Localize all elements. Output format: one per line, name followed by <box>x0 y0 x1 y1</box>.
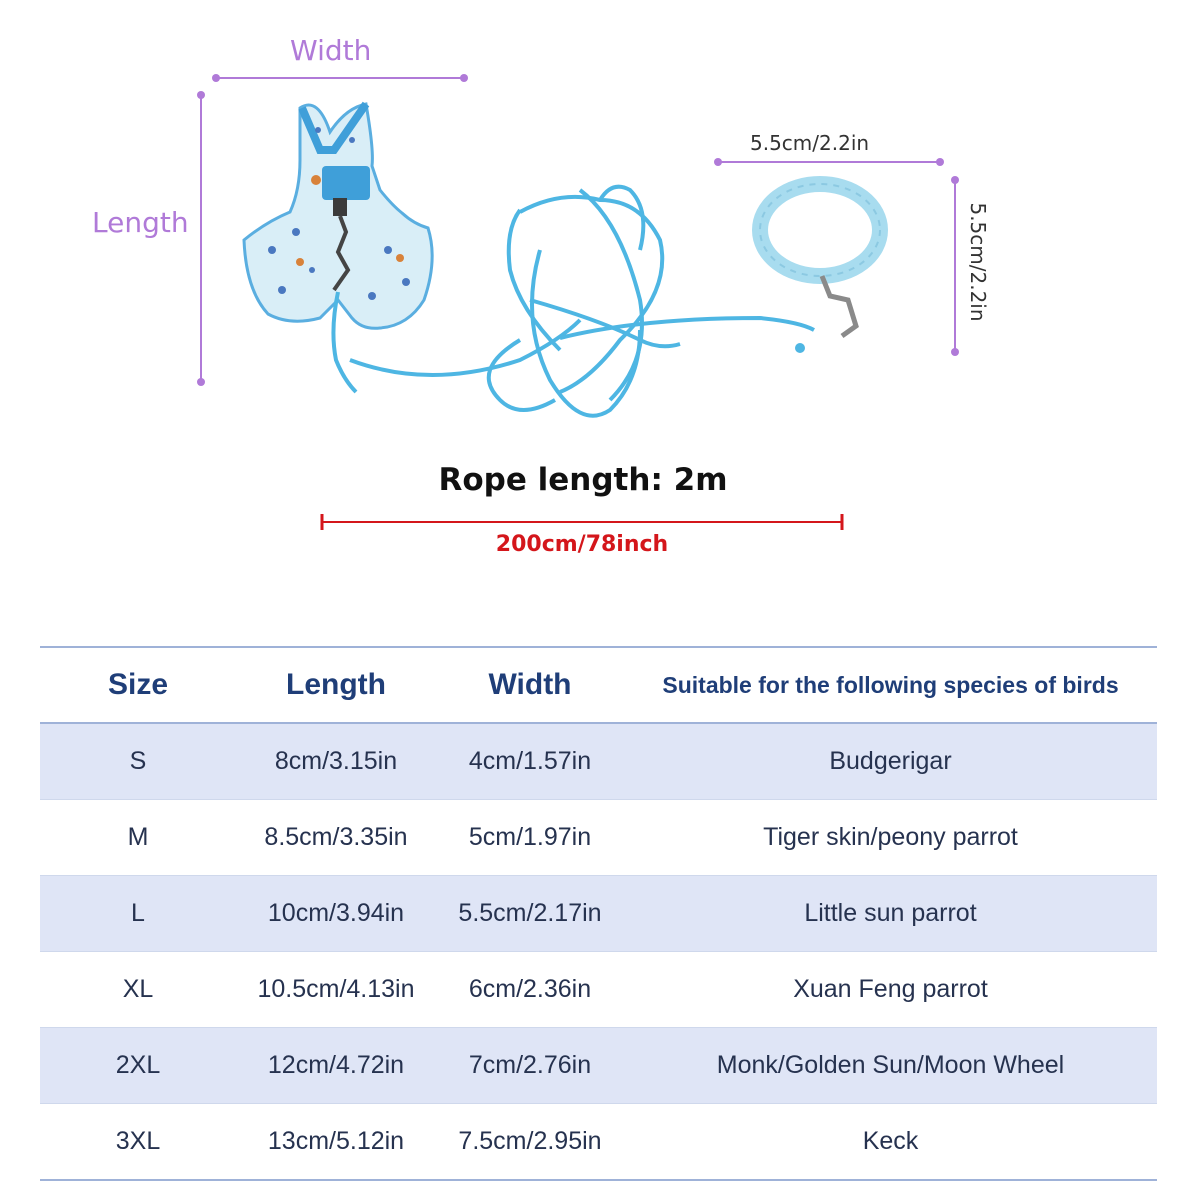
cell-length: 8.5cm/3.35in <box>264 823 408 851</box>
harness-vest-image <box>242 101 434 330</box>
wrist-width-line <box>714 158 944 166</box>
cell-size: 3XL <box>115 1127 161 1155</box>
cell-size: XL <box>122 975 154 1003</box>
cell-species: Budgerigar <box>829 747 952 775</box>
cell-width: 4cm/1.57in <box>468 747 592 775</box>
cell-width: 7.5cm/2.95in <box>458 1127 602 1155</box>
table-row: 3XL 13cm/5.12in 7.5cm/2.95in Keck <box>40 1104 1157 1181</box>
cell-length: 12cm/4.72in <box>267 1051 405 1079</box>
cell-species: Little sun parrot <box>804 899 977 927</box>
rope-length-title: Rope length: 2m <box>438 462 728 498</box>
cell-length: 13cm/5.12in <box>267 1127 405 1155</box>
cell-species: Monk/Golden Sun/Moon Wheel <box>716 1051 1065 1079</box>
wrist-width-label: 5.5cm/2.2in <box>750 131 870 155</box>
cell-size: L <box>131 899 145 927</box>
rope-length-measure-line <box>320 514 844 530</box>
cell-species: Tiger skin/peony parrot <box>763 823 1018 851</box>
length-label: Length <box>92 206 189 239</box>
wrist-height-label: 5.5cm/2.2in <box>966 202 990 322</box>
table-row: XL 10.5cm/4.13in 6cm/2.36in Xuan Feng pa… <box>40 952 1157 1028</box>
cell-width: 5.5cm/2.17in <box>458 899 602 927</box>
wrist-height-line <box>951 176 959 356</box>
width-dimension-line <box>212 74 468 82</box>
cell-width: 5cm/1.97in <box>468 823 592 851</box>
table-header-row: Size Length Width Suitable for the follo… <box>40 648 1157 724</box>
cell-width: 6cm/2.36in <box>468 975 592 1003</box>
table-row: L 10cm/3.94in 5.5cm/2.17in Little sun pa… <box>40 876 1157 952</box>
cell-size: 2XL <box>115 1051 161 1079</box>
cell-length: 10.5cm/4.13in <box>257 975 415 1003</box>
header-width: Width <box>488 668 572 701</box>
rope-coil-image <box>331 184 815 418</box>
cell-size: M <box>127 823 149 851</box>
header-species: Suitable for the following species of bi… <box>662 671 1119 698</box>
header-size: Size <box>107 668 169 701</box>
length-dimension-line <box>197 91 205 386</box>
size-table: Size Length Width Suitable for the follo… <box>40 646 1157 1181</box>
header-length: Length <box>286 668 386 701</box>
cell-size: S <box>129 747 147 775</box>
table-row: S 8cm/3.15in 4cm/1.57in Budgerigar <box>40 724 1157 800</box>
cell-length: 10cm/3.94in <box>267 899 405 927</box>
cell-length: 8cm/3.15in <box>274 747 398 775</box>
wrist-coil-image <box>752 176 888 353</box>
cell-width: 7cm/2.76in <box>468 1051 592 1079</box>
width-label: Width <box>290 34 372 67</box>
table-row: 2XL 12cm/4.72in 7cm/2.76in Monk/Golden S… <box>40 1028 1157 1104</box>
rope-length-subtitle: 200cm/78inch <box>495 532 669 557</box>
product-diagram <box>197 74 959 530</box>
table-row: M 8.5cm/3.35in 5cm/1.97in Tiger skin/peo… <box>40 800 1157 876</box>
cell-species: Keck <box>862 1127 919 1155</box>
cell-species: Xuan Feng parrot <box>793 975 988 1003</box>
